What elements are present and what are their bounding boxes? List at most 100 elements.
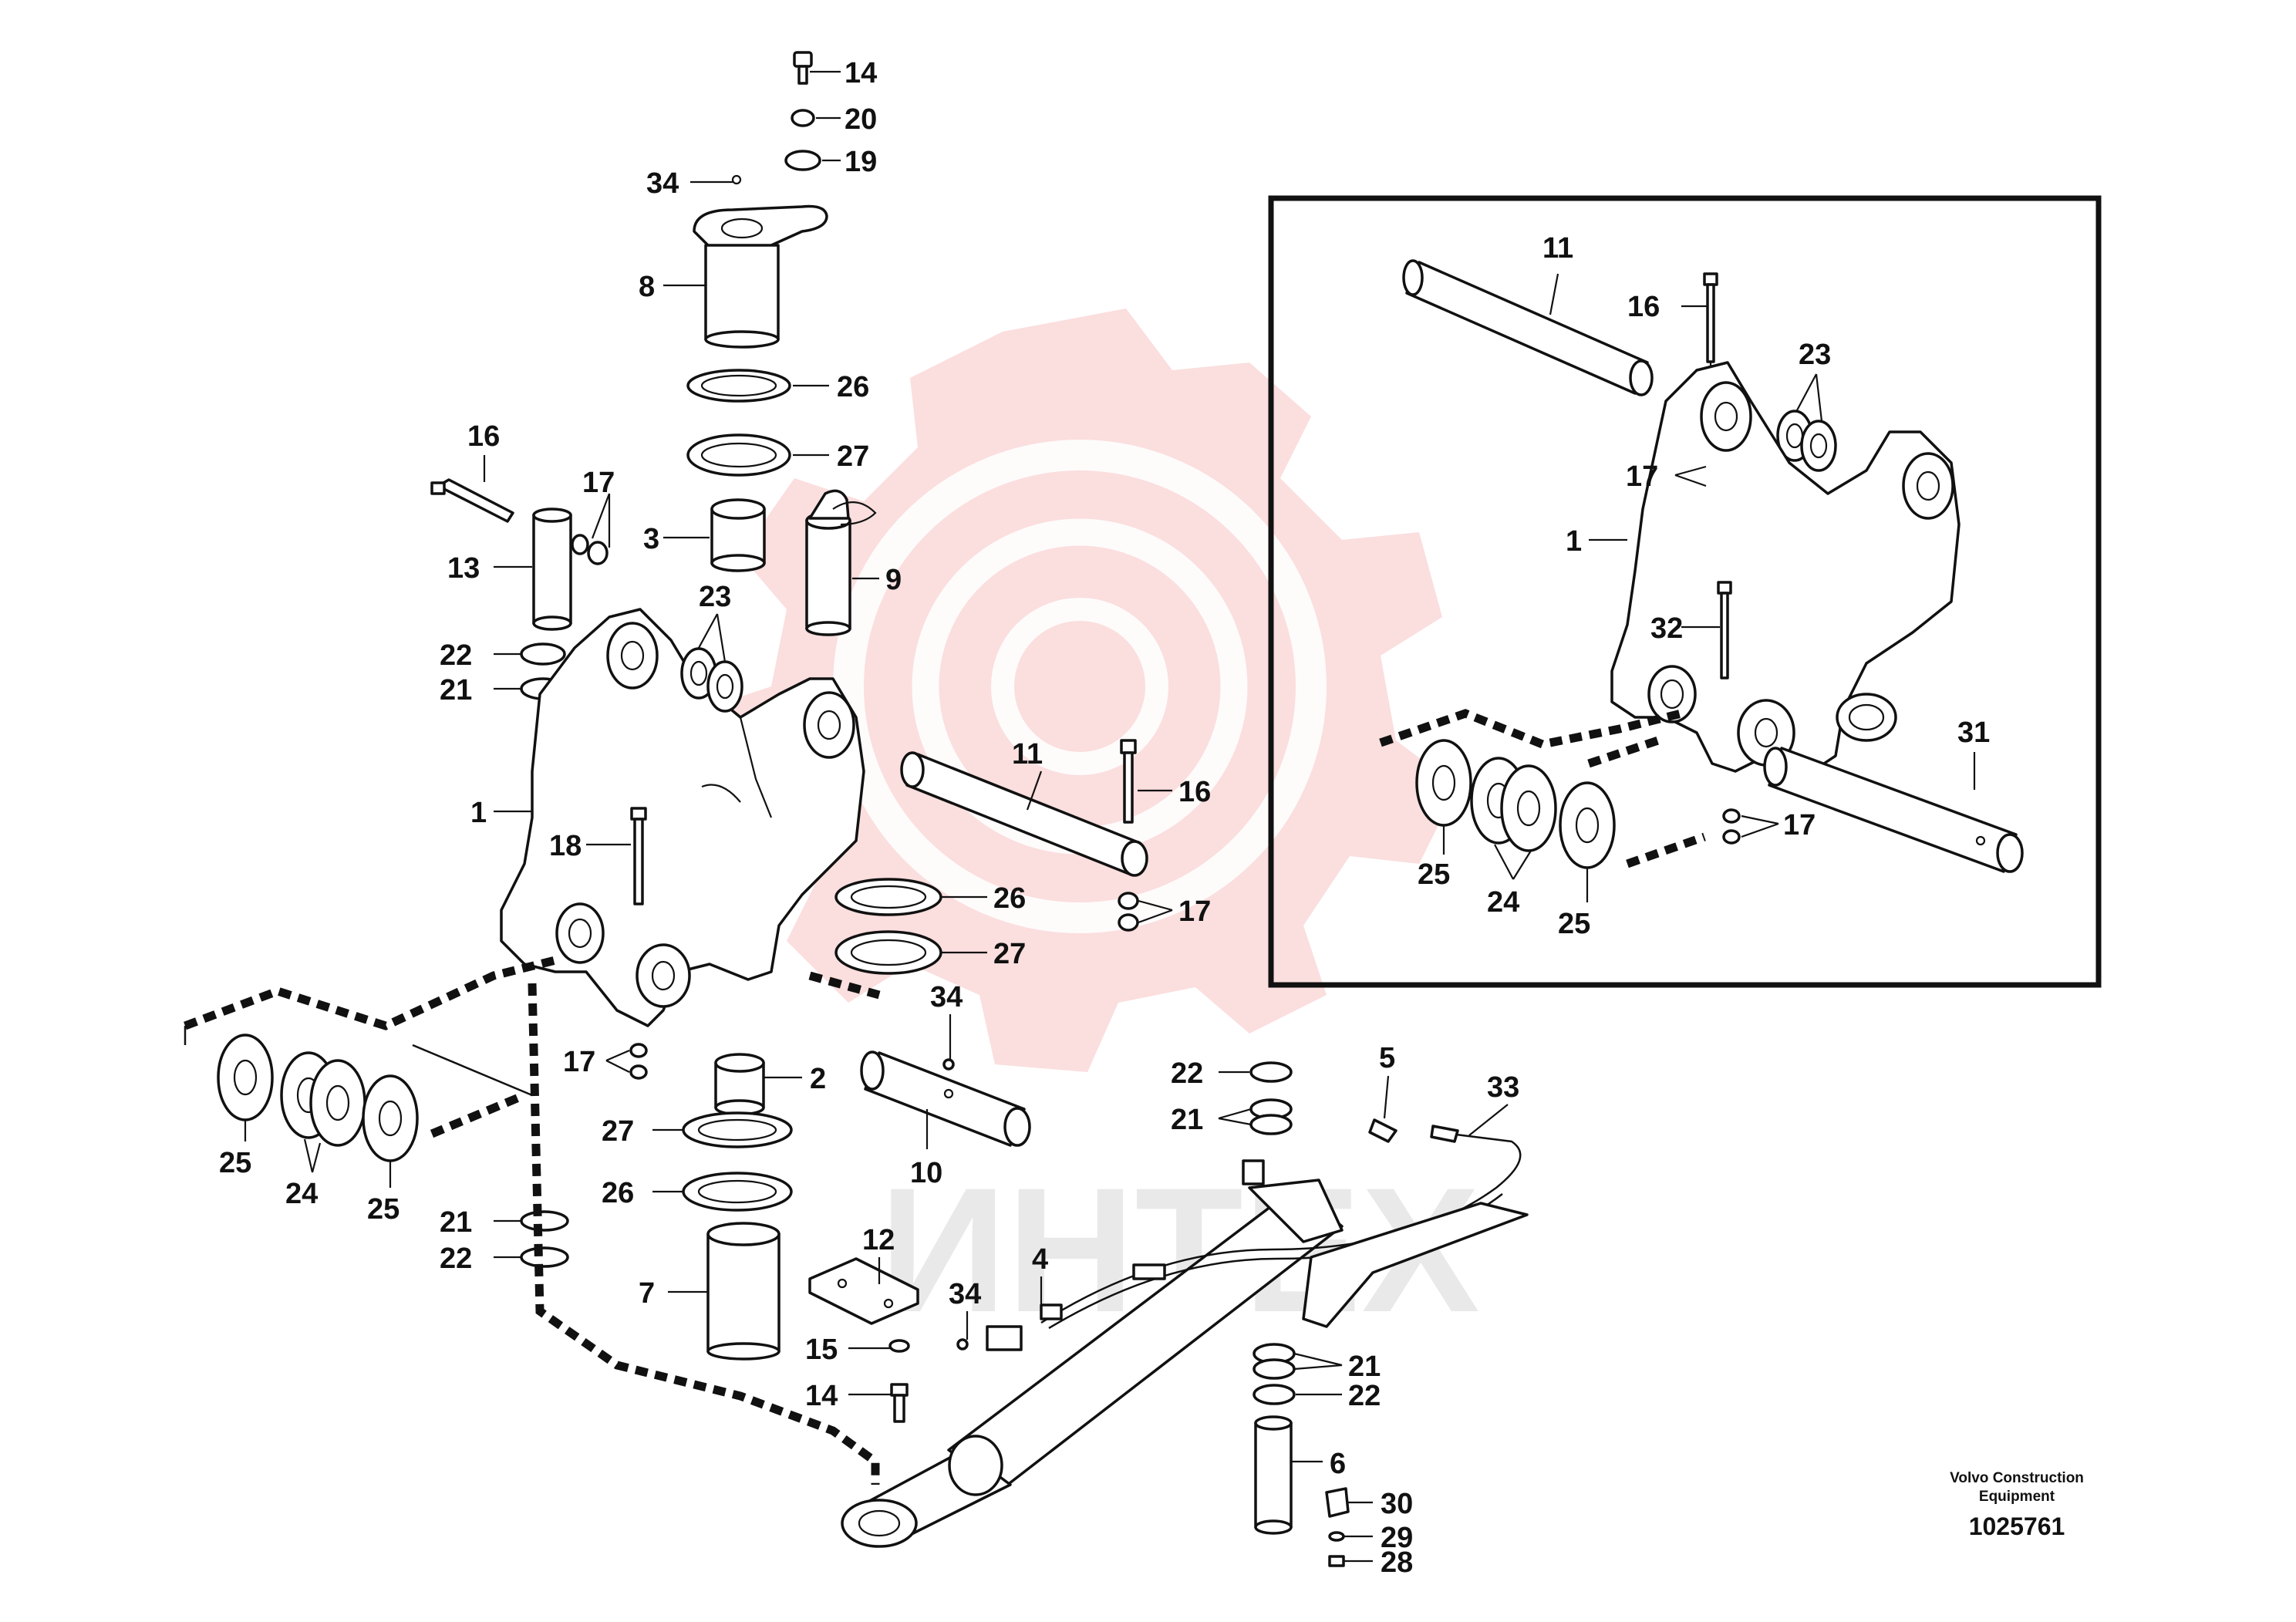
mount-bracket: [1302, 1202, 1529, 1328]
callout-4: 4: [1032, 1243, 1048, 1276]
inset-callout-25-right: 25: [1558, 908, 1590, 940]
callout-33: 33: [1487, 1071, 1519, 1104]
pin-9: [805, 489, 877, 636]
grease-fitting-34-lower: [956, 1338, 969, 1351]
pin-13: [532, 508, 572, 631]
inset-callout-31: 31: [1957, 717, 1990, 749]
callout-15: 15: [805, 1334, 838, 1366]
callout-25-right: 25: [367, 1193, 400, 1226]
callout-7: 7: [639, 1277, 655, 1310]
inset-pin-31: [1763, 747, 2024, 873]
callout-24: 24: [285, 1178, 318, 1210]
inset-callout-17-upper: 17: [1626, 460, 1658, 493]
washer-21-right-upper-b: [1249, 1114, 1293, 1135]
callout-9: 9: [885, 564, 902, 596]
bolt-14-top: [793, 51, 813, 85]
inset-nut-17-c: [1722, 808, 1741, 824]
callout-26-right: 26: [993, 882, 1026, 915]
washers-23: [680, 647, 743, 713]
watermark-ring-1: [833, 440, 1327, 933]
callout-8: 8: [639, 271, 655, 303]
callout-14-top: 14: [845, 57, 877, 89]
washer-22-lower: [520, 1246, 569, 1268]
nut-17-lower-a: [629, 1043, 648, 1058]
callout-17-right: 17: [1178, 895, 1211, 928]
callout-34-top: 34: [646, 167, 679, 200]
callout-18: 18: [549, 830, 582, 862]
callout-11: 11: [1012, 738, 1043, 771]
inset-callout-11: 11: [1542, 232, 1573, 265]
callout-22-right-lower: 22: [1348, 1380, 1381, 1412]
callout-17-left: 17: [582, 467, 615, 499]
bolt-16-right: [1120, 739, 1137, 824]
callout-21-right-lower: 21: [1348, 1351, 1381, 1383]
callout-13: 13: [447, 552, 480, 585]
nuts-17-left: [571, 534, 609, 565]
washer-19: [784, 150, 821, 171]
callout-28: 28: [1381, 1546, 1413, 1579]
callout-21-lower: 21: [440, 1206, 472, 1239]
nut-20: [791, 109, 815, 127]
callout-27-top: 27: [837, 440, 869, 473]
washer-29: [1328, 1531, 1345, 1542]
washer-27-top: [686, 433, 791, 477]
callout-14-lower: 14: [805, 1380, 838, 1412]
credit-line-2: Equipment: [1978, 1489, 2055, 1505]
callout-22-upper: 22: [440, 639, 472, 672]
sleeve-3: [710, 498, 766, 572]
pin-6: [1254, 1415, 1293, 1535]
callout-6: 6: [1330, 1448, 1346, 1480]
sleeve-2: [714, 1053, 765, 1116]
inset-callout-17-lower: 17: [1783, 809, 1816, 841]
inset-callout-16: 16: [1627, 291, 1660, 323]
inset-callout-23: 23: [1799, 339, 1831, 371]
inset-callout-25-left: 25: [1418, 858, 1450, 891]
dashed-connection-lines: [184, 1026, 533, 1097]
inset-nut-17-d: [1722, 829, 1741, 845]
inset-callout-1: 1: [1566, 525, 1582, 558]
inset-frame: [1268, 195, 2102, 988]
inset-callout-32: 32: [1650, 612, 1683, 645]
bushing-8: [693, 174, 828, 349]
callout-5: 5: [1379, 1042, 1395, 1074]
inset-callout-24: 24: [1487, 886, 1519, 919]
inset-shims: [1415, 739, 1616, 869]
washer-22-upper: [520, 642, 566, 666]
lock-plate-30: [1325, 1487, 1350, 1518]
hydraulic-cylinder: [841, 1159, 1344, 1548]
nuts-17-right: [1118, 892, 1139, 932]
watermark-ring-3: [991, 598, 1168, 775]
washer-26-right: [834, 878, 942, 916]
washer-27-lower: [682, 1111, 793, 1148]
washer-22-right-upper: [1249, 1061, 1293, 1083]
nut-17-lower-b: [629, 1064, 648, 1080]
bolt-14-lower: [890, 1383, 909, 1423]
callout-25-left: 25: [219, 1147, 251, 1179]
inset-washers-23: [1776, 410, 1837, 472]
callout-2: 2: [810, 1063, 826, 1095]
bolt-28: [1328, 1555, 1345, 1567]
callout-22-right-upper: 22: [1171, 1057, 1203, 1090]
callout-23: 23: [699, 581, 731, 613]
callout-21-upper: 21: [440, 674, 472, 706]
callout-26-top: 26: [837, 371, 869, 403]
washer-22-right-lower: [1253, 1384, 1296, 1405]
bolt-18: [630, 807, 647, 905]
callout-10: 10: [910, 1157, 942, 1189]
callout-21-right-upper: 21: [1171, 1104, 1203, 1136]
callout-26-lower: 26: [602, 1177, 634, 1209]
callout-20: 20: [845, 103, 877, 136]
callout-1: 1: [470, 797, 487, 829]
callout-19: 19: [845, 146, 877, 178]
callout-16-right: 16: [1178, 776, 1211, 808]
callout-34-lower: 34: [949, 1278, 981, 1310]
manufacturer-credit: Volvo Construction Equipment 1025761: [1882, 1469, 2152, 1541]
washer-15: [888, 1339, 910, 1353]
callout-17-lower: 17: [563, 1046, 595, 1078]
callout-34-mid: 34: [930, 981, 963, 1013]
dashed-lines-main: [184, 956, 881, 1485]
callout-29: 29: [1381, 1522, 1413, 1554]
plate-12: [808, 1257, 919, 1325]
bolt-16-left: [430, 478, 514, 523]
